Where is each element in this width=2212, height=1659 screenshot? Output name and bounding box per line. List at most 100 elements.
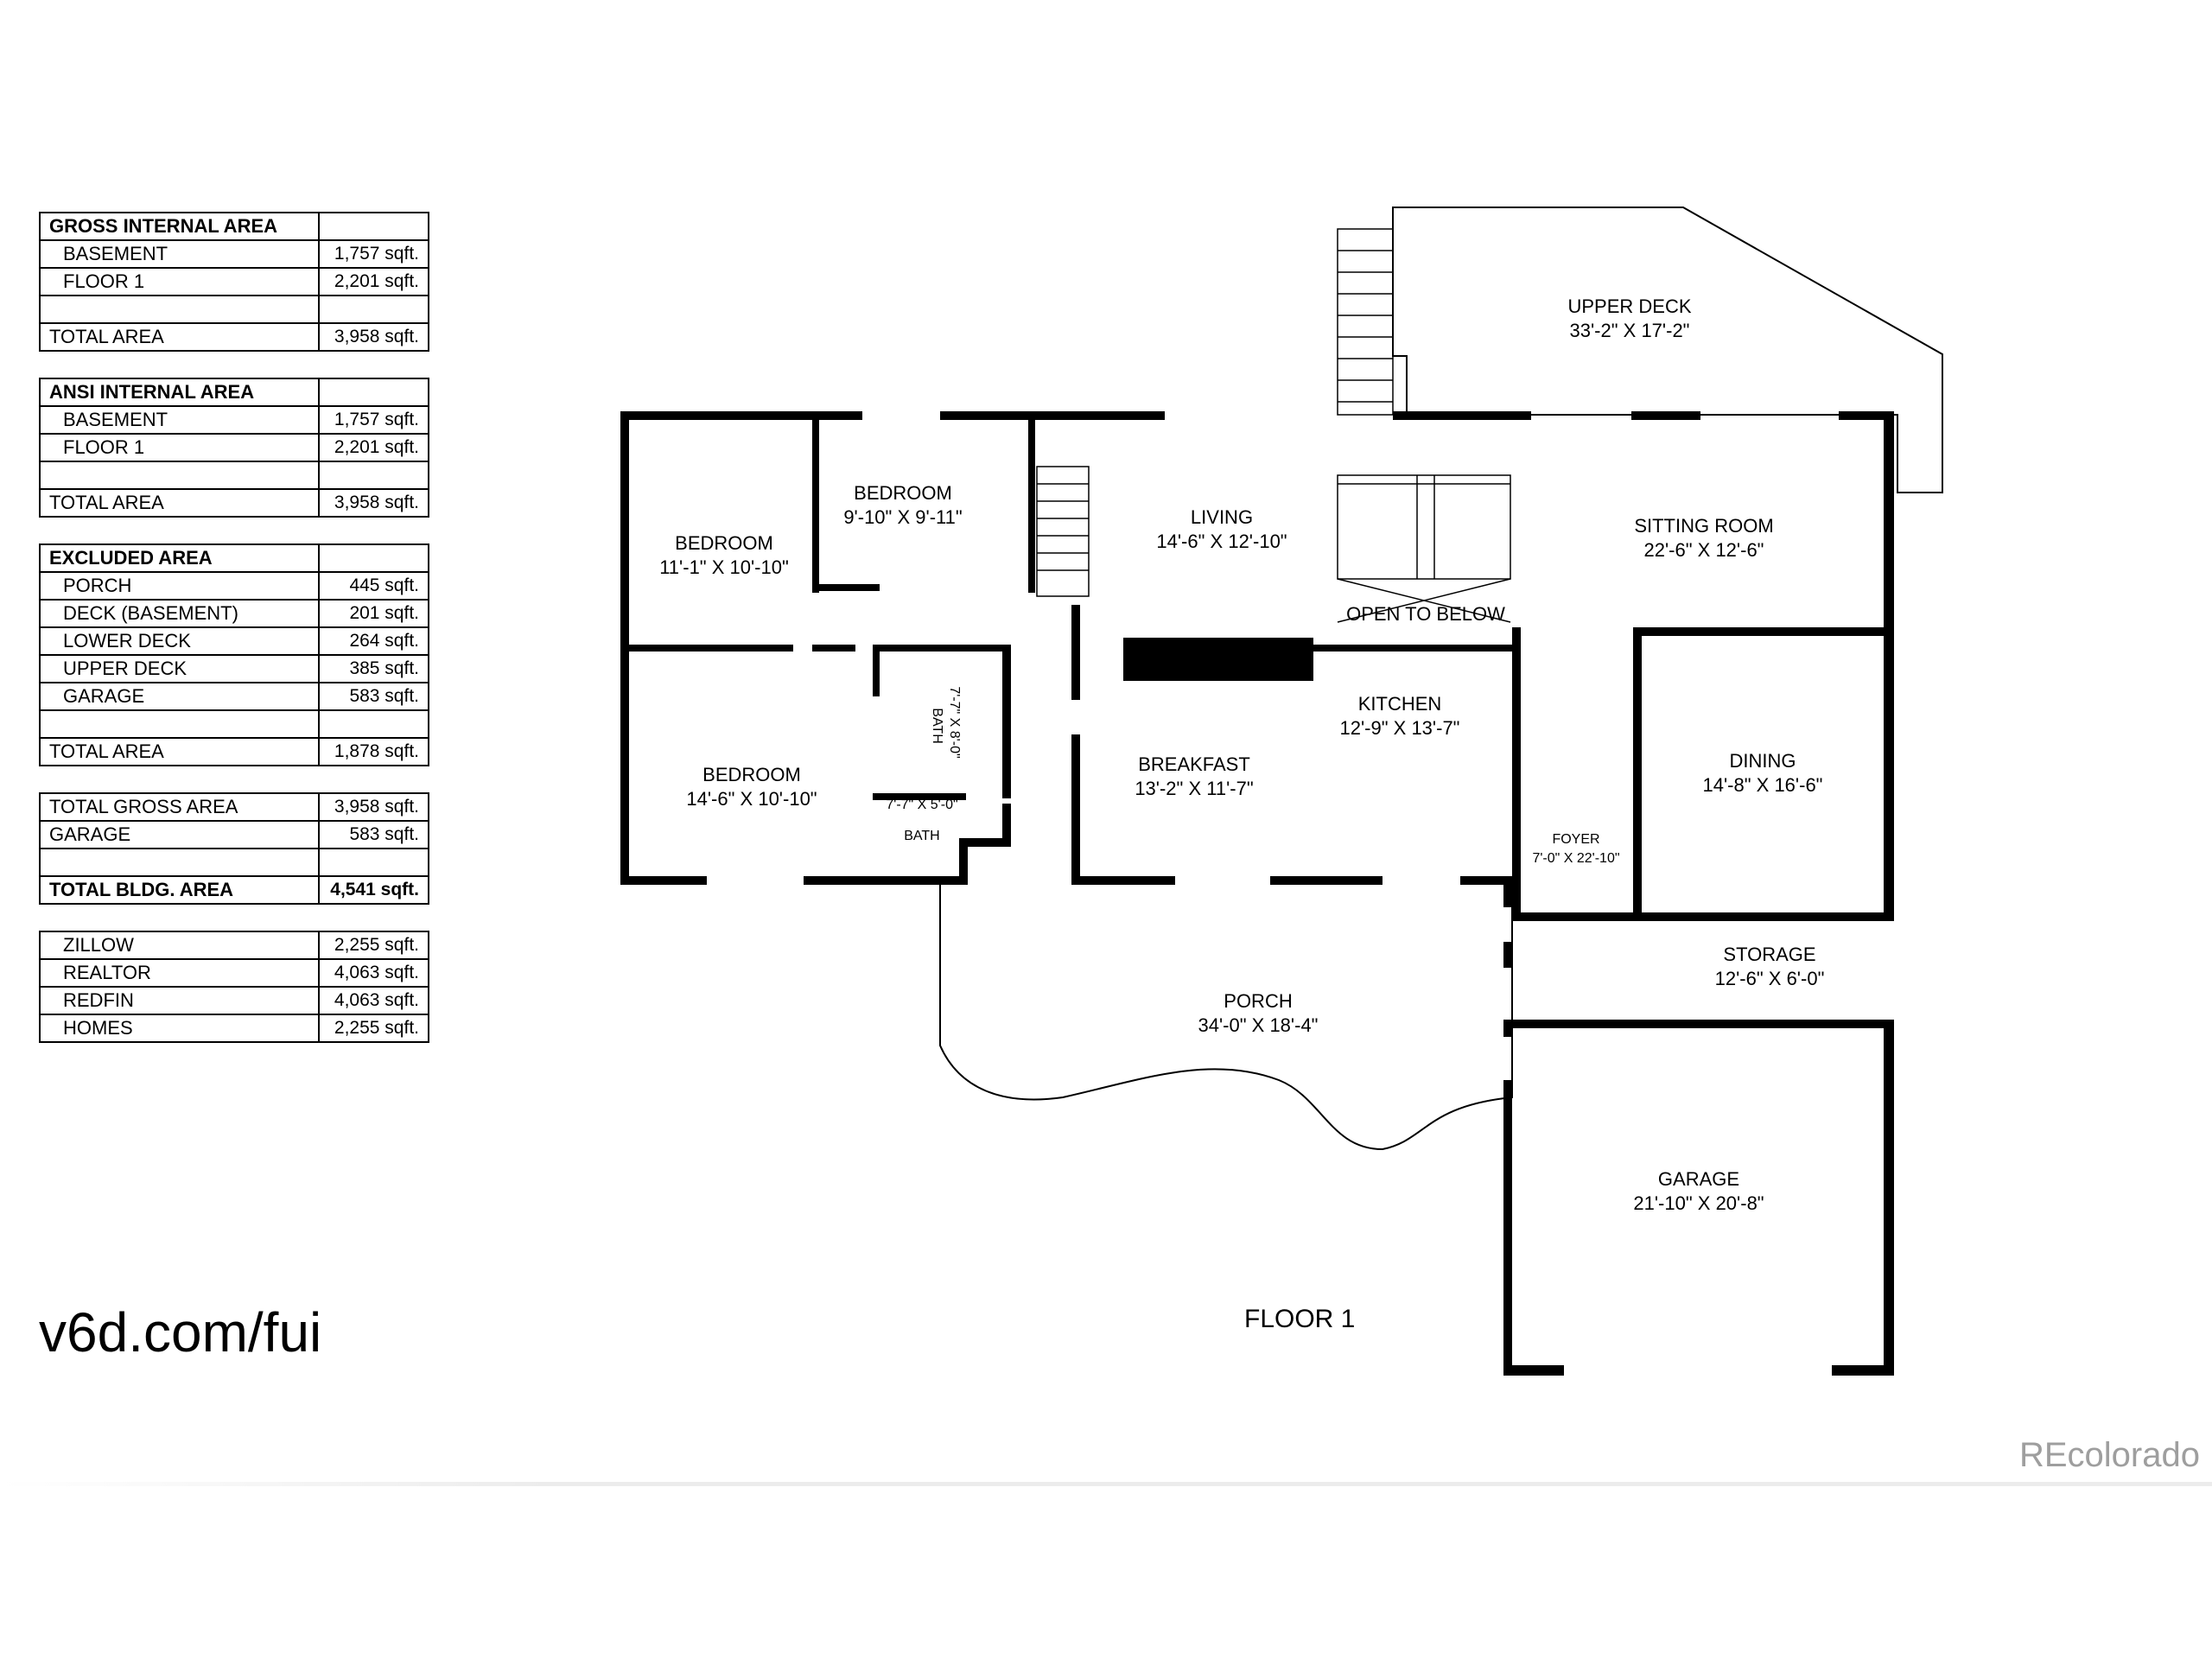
area-label: UPPER DECK (39, 654, 320, 683)
area-label: FLOOR 1 (39, 267, 320, 296)
area-row (39, 461, 429, 490)
living-dims: 14'-6" X 12'-10" (1156, 531, 1287, 552)
exterior-walls (620, 411, 1894, 1376)
porch-label: PORCH (1224, 990, 1292, 1012)
area-value (318, 543, 429, 573)
area-value: 1,757 sqft. (318, 239, 429, 269)
area-value (318, 709, 429, 739)
garage-dims: 21'-10" X 20'-8" (1633, 1192, 1764, 1214)
area-label: FLOOR 1 (39, 433, 320, 462)
area-value: 2,255 sqft. (318, 1014, 429, 1043)
kitchen-dims: 12'-9" X 13'-7" (1340, 717, 1460, 739)
floor-label: FLOOR 1 (1244, 1305, 1356, 1333)
upper-deck-dims: 33'-2" X 17'-2" (1570, 320, 1690, 341)
area-label: HOMES (39, 1014, 320, 1043)
area-value: 264 sqft. (318, 626, 429, 656)
bath-1-label: BATH (930, 708, 944, 743)
area-value (318, 295, 429, 324)
area-label: PORCH (39, 571, 320, 601)
area-row (39, 295, 429, 324)
area-label: REDFIN (39, 986, 320, 1015)
area-row: GROSS INTERNAL AREA (39, 212, 429, 241)
area-label: ZILLOW (39, 931, 320, 960)
area-value: 4,063 sqft. (318, 958, 429, 988)
bath-2-label: BATH (904, 829, 939, 843)
area-row: EXCLUDED AREA (39, 543, 429, 573)
area-label: EXCLUDED AREA (39, 543, 320, 573)
storage-label: STORAGE (1723, 944, 1815, 965)
area-value: 2,201 sqft. (318, 267, 429, 296)
area-row: ANSI INTERNAL AREA (39, 378, 429, 407)
area-value: 385 sqft. (318, 654, 429, 683)
storage-dims: 12'-6" X 6'-0" (1715, 968, 1825, 989)
area-label: TOTAL AREA (39, 488, 320, 518)
area-value: 2,255 sqft. (318, 931, 429, 960)
area-label: GARAGE (39, 682, 320, 711)
footer-band (0, 1482, 2212, 1486)
area-value (318, 848, 429, 877)
website-link[interactable]: v6d.com/fui (39, 1301, 322, 1363)
kitchen-label: KITCHEN (1358, 693, 1442, 715)
area-value: 1,878 sqft. (318, 737, 429, 766)
area-value (318, 461, 429, 490)
bedroom-2-dims: 9'-10" X 9'-11" (843, 506, 962, 528)
area-label (39, 461, 320, 490)
area-label: DECK (BASEMENT) (39, 599, 320, 628)
bedroom-2-label: BEDROOM (854, 482, 952, 504)
foyer-label: FOYER (1552, 832, 1599, 847)
area-value: 201 sqft. (318, 599, 429, 628)
bath-2-dims: 7'-7" X 5'-0" (886, 798, 957, 812)
watermark: REcolorado (2018, 1436, 2200, 1474)
area-value: 583 sqft. (318, 682, 429, 711)
area-label (39, 295, 320, 324)
area-value (318, 212, 429, 241)
dining-label: DINING (1730, 750, 1796, 772)
area-value: 583 sqft. (318, 820, 429, 849)
center-stairs (1036, 466, 1511, 623)
area-label: ANSI INTERNAL AREA (39, 378, 320, 407)
area-value: 445 sqft. (318, 571, 429, 601)
area-value: 3,958 sqft. (318, 488, 429, 518)
area-value: 3,958 sqft. (318, 792, 429, 822)
area-row (39, 709, 429, 739)
area-row (39, 848, 429, 877)
bedroom-1-label: BEDROOM (675, 532, 773, 554)
bedroom-3-dims: 14'-6" X 10'-10" (686, 788, 817, 810)
area-label (39, 848, 320, 877)
area-value: 4,063 sqft. (318, 986, 429, 1015)
garage-label: GARAGE (1658, 1168, 1739, 1190)
area-label: TOTAL AREA (39, 322, 320, 352)
area-label: TOTAL GROSS AREA (39, 792, 320, 822)
porch-outline (939, 883, 1513, 1151)
open-to-below-label: OPEN TO BELOW (1346, 603, 1505, 625)
area-label: GARAGE (39, 820, 320, 849)
area-value: 4,541 sqft. (318, 875, 429, 905)
sitting-room-dims: 22'-6" X 12'-6" (1644, 539, 1764, 561)
area-value: 1,757 sqft. (318, 405, 429, 435)
bedroom-1-dims: 11'-1" X 10'-10" (659, 556, 789, 578)
area-label: TOTAL BLDG. AREA (39, 875, 320, 905)
area-label: LOWER DECK (39, 626, 320, 656)
